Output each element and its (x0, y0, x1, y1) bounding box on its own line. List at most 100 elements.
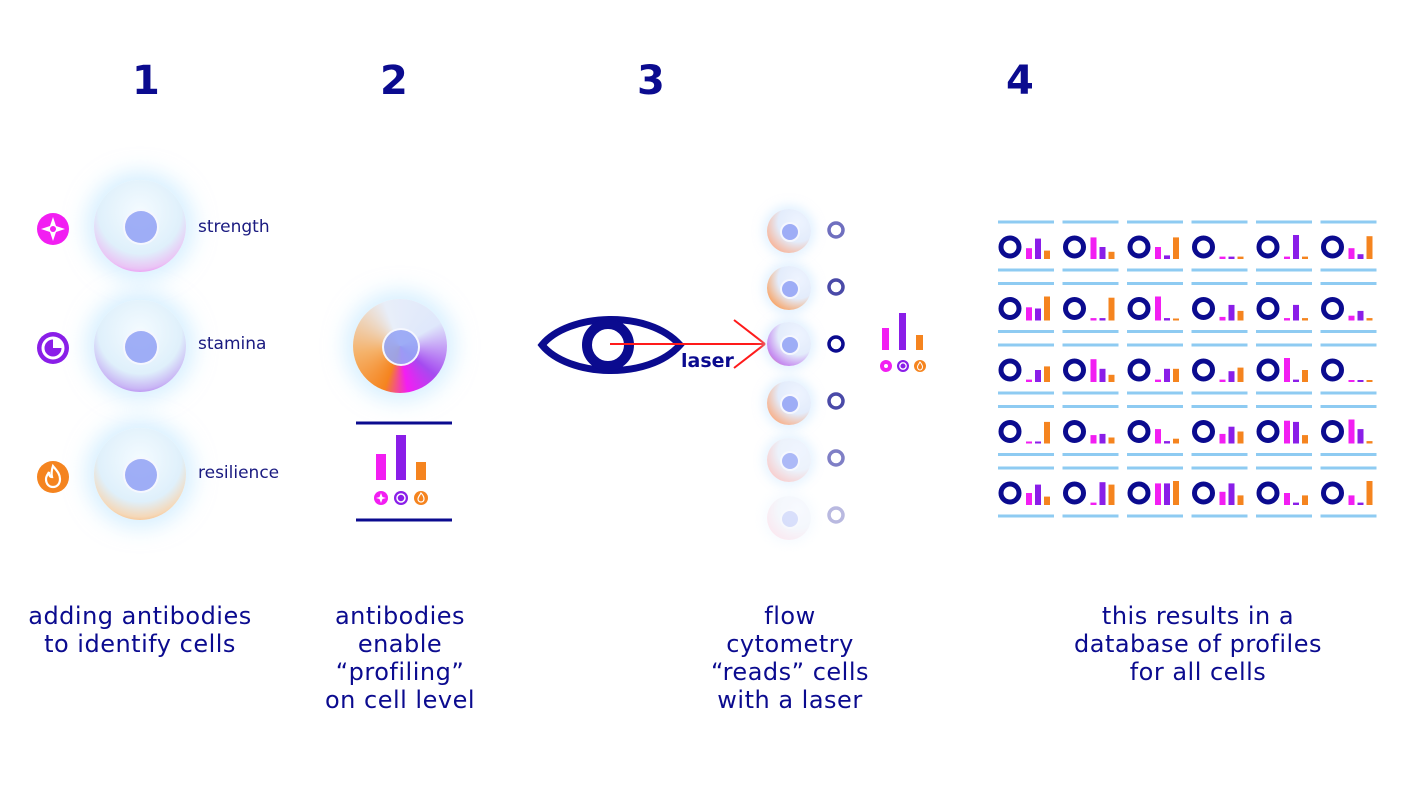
profile-bar (1366, 380, 1373, 382)
cell-ring (1321, 481, 1344, 505)
profile-bar (1302, 495, 1308, 505)
caption-step-3: flow cytometry “reads” cells with a lase… (690, 602, 890, 714)
cell-strength (94, 180, 186, 272)
cell-resilience (94, 428, 186, 520)
profile-bar (1284, 358, 1290, 382)
profile-bar (1237, 256, 1244, 259)
step-number-3: 3 (637, 58, 665, 104)
profile-bar (1155, 483, 1161, 505)
laser-label: laser (681, 350, 734, 372)
profile-bar (1044, 296, 1050, 321)
cell-ring (1256, 358, 1280, 382)
flow-cell (767, 209, 811, 253)
cell-ring (1127, 420, 1151, 443)
profile-bar (1219, 491, 1226, 505)
cell-ring (998, 235, 1022, 259)
cell-nucleus (123, 209, 159, 245)
profile-bar (1035, 441, 1041, 444)
cell-ring (1321, 358, 1344, 382)
profile-bar (1035, 484, 1041, 505)
bar-resilience (416, 462, 426, 480)
readout-rings (827, 221, 845, 524)
caption-step-1: adding antibodies to identify cells (20, 602, 260, 658)
profile-bar (1284, 493, 1290, 505)
caption-line: cytometry (726, 630, 854, 658)
flow-cell (767, 266, 811, 310)
profile-bar (1357, 429, 1364, 444)
profile-bar (1026, 493, 1032, 505)
profile-bar (1155, 429, 1161, 444)
profile-bar (1173, 237, 1179, 259)
profile-bar (1173, 318, 1179, 321)
profile-bar (1026, 248, 1032, 259)
profile-bar (1237, 431, 1244, 444)
profile-bar (1026, 307, 1032, 321)
profile-bar (1219, 316, 1226, 321)
profile-bar (1357, 310, 1364, 321)
cell-ring (1256, 420, 1280, 443)
caption-line: flow (764, 602, 816, 630)
caption-line: for all cells (1129, 658, 1267, 686)
flow-cell (767, 496, 811, 540)
profile-bar (1164, 318, 1170, 321)
flow-cell (767, 438, 811, 482)
caption-line: “reads” cells (710, 658, 870, 686)
cell-nucleus (123, 329, 159, 365)
cell-nucleus (382, 328, 420, 366)
cell-ring (998, 358, 1022, 382)
cell-ring (1192, 235, 1215, 259)
cell-profiled (353, 299, 447, 393)
cell-ring (1256, 297, 1280, 320)
step-number-4: 4 (1006, 58, 1034, 104)
profile-bar (1090, 435, 1097, 444)
profile-bar (1099, 482, 1106, 505)
profile-bar (1155, 379, 1161, 382)
cell-nucleus (780, 279, 800, 299)
cell-ring (1127, 358, 1151, 382)
cell-nucleus (780, 222, 800, 242)
cell-ring (1321, 235, 1344, 259)
profile-bar (1284, 420, 1290, 444)
cell-ring (1192, 420, 1215, 443)
step-number-2: 2 (380, 58, 408, 104)
caption-line: antibodies (334, 602, 466, 630)
profile-bar (1237, 310, 1244, 321)
profile-bar (1044, 366, 1050, 382)
cell-ring (1127, 235, 1151, 259)
caption-line: on cell level (324, 686, 476, 714)
cell-ring (1192, 481, 1215, 505)
flame-icon (414, 491, 428, 505)
profile-bar (1228, 426, 1235, 444)
caption-line: this results in a (1101, 602, 1295, 630)
cell-ring (1256, 481, 1280, 505)
profile-bar (1026, 379, 1032, 382)
profile-bar (1357, 380, 1364, 382)
cell-ring (1192, 358, 1215, 382)
readout-chart (880, 313, 926, 372)
profile-bar (1284, 256, 1290, 259)
profile-bar (1348, 315, 1355, 321)
profile-bar (1348, 495, 1355, 505)
profile-bar (1173, 481, 1179, 505)
profile-bar (1366, 481, 1373, 505)
cell-ring (1127, 297, 1151, 320)
profile-bar (1228, 483, 1235, 505)
cell-ring (1063, 358, 1086, 382)
marker-label-resilience: resilience (198, 463, 280, 483)
profile-bar (1228, 371, 1235, 382)
caption-line: with a laser (717, 686, 863, 714)
profile-bar (1293, 304, 1299, 321)
profile-bar (1164, 255, 1170, 259)
caption-step-4: this results in a database of profiles f… (1058, 602, 1338, 686)
profile-bar (1090, 502, 1097, 505)
profile-bar (1219, 379, 1226, 382)
profile-bar (1173, 368, 1179, 382)
profile-bar (1164, 368, 1170, 382)
cell-nucleus (780, 509, 800, 529)
cell-ring (1063, 235, 1086, 259)
cell-ring (998, 297, 1022, 320)
profile-bar (1090, 359, 1097, 382)
profile-bar (1348, 380, 1355, 382)
step-number-1: 1 (132, 58, 160, 104)
caption-line: enable (357, 630, 443, 658)
